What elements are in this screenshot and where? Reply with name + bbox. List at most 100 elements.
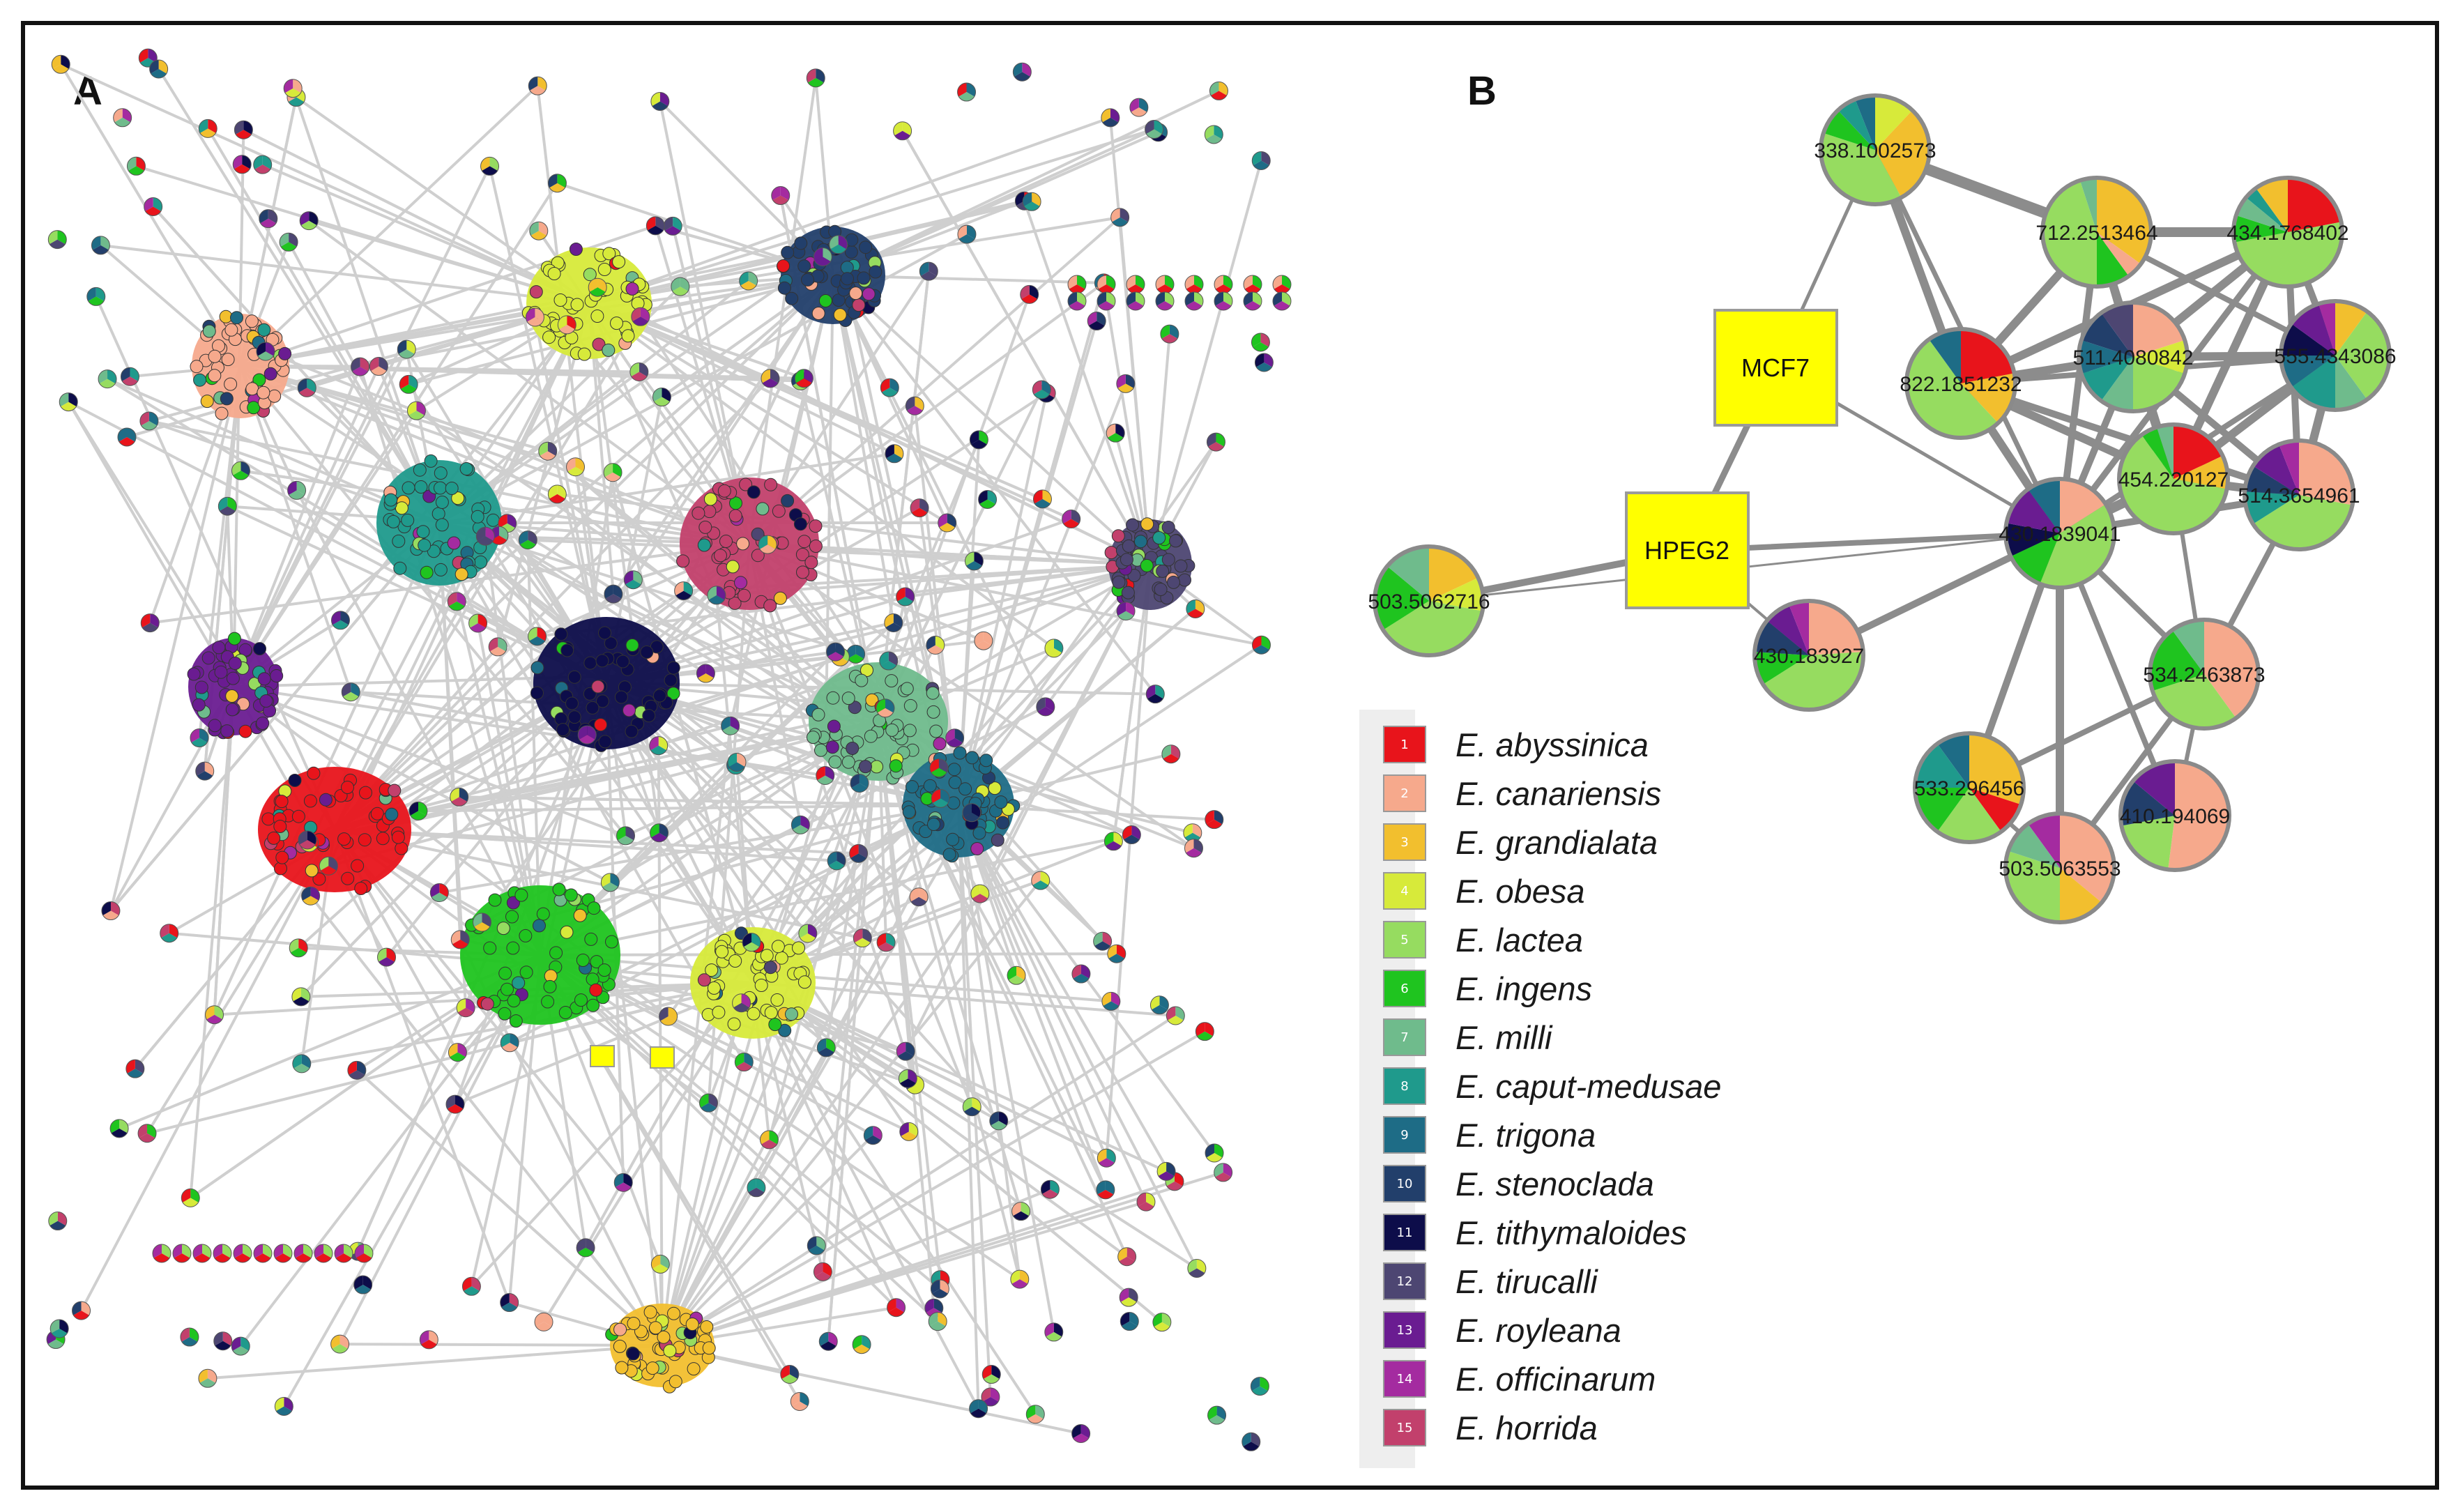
pie-slice: [295, 1253, 312, 1263]
network-node: [98, 369, 117, 389]
network-node: [298, 830, 317, 850]
node-border: [152, 1244, 171, 1263]
node-border: [816, 1038, 836, 1057]
cluster-node: [797, 259, 811, 273]
cluster-node: [1133, 535, 1147, 549]
node-border: [2148, 618, 2261, 731]
cluster-node: [927, 818, 940, 831]
cluster-node: [970, 842, 984, 855]
cluster-node: [703, 505, 717, 519]
pie-slice: [161, 933, 177, 942]
node-border: [347, 1060, 367, 1080]
network-node: [498, 514, 517, 533]
pie-slice: [1147, 694, 1163, 703]
node-border: [518, 530, 537, 550]
pie-slice: [431, 892, 448, 902]
node-border: [1184, 839, 1203, 858]
network-edge: [661, 1134, 874, 1347]
pie-slice: [818, 1047, 834, 1057]
pie-slice: [2121, 816, 2175, 870]
cluster-node: [614, 690, 628, 704]
node-border: [98, 369, 117, 389]
network-node: [813, 1262, 832, 1281]
cluster-node: [953, 746, 967, 760]
network-node: [588, 277, 607, 297]
network-node: [1011, 1202, 1031, 1221]
pie-slice: [722, 726, 738, 735]
node-border: [525, 307, 544, 327]
cluster-node: [536, 907, 550, 921]
node-border: [47, 230, 67, 250]
panel-a-nodes: [46, 48, 1292, 1451]
pie-slice: [2060, 814, 2114, 903]
pie-slice: [1014, 72, 1030, 82]
cluster-node: [573, 908, 587, 922]
cluster-node: [501, 982, 514, 996]
pie-slice: [958, 92, 975, 101]
node-border: [981, 1365, 1001, 1384]
pie-slice: [2318, 300, 2335, 356]
node-border: [172, 1244, 192, 1263]
legend-swatch-number: 12: [1397, 1274, 1413, 1289]
cluster-node: [194, 680, 208, 694]
network-edge: [715, 595, 754, 984]
cluster-node: [773, 591, 787, 605]
isolated-node: [1126, 291, 1145, 311]
node-border: [406, 401, 426, 420]
cluster-node: [857, 271, 871, 285]
node-border: [707, 586, 726, 605]
node-border: [790, 1391, 809, 1411]
cluster-node: [676, 554, 690, 568]
pie-slice: [254, 165, 270, 174]
network-node: [456, 998, 475, 1018]
network-node: [616, 826, 636, 846]
node-border: [1186, 599, 1205, 618]
pie-slice: [119, 436, 135, 447]
cluster-node: [809, 540, 823, 553]
pie-slice: [122, 376, 138, 386]
network-node: [1205, 1143, 1224, 1163]
legend-label: E. stenoclada: [1456, 1166, 1654, 1202]
isolated-node: [253, 1244, 273, 1263]
cluster-node: [610, 316, 623, 330]
pie-slice: [2299, 441, 2353, 505]
pie-slice: [233, 1346, 249, 1356]
cluster-node: [1120, 553, 1133, 567]
pie-slice: [894, 130, 910, 140]
network-node: [613, 1173, 633, 1192]
pie-slice: [1046, 648, 1062, 657]
cluster-node: [594, 718, 608, 732]
node-border: [1012, 62, 1032, 82]
cluster-node: [807, 731, 820, 744]
node-border: [721, 716, 740, 735]
node-border: [794, 369, 813, 388]
node-border: [1097, 291, 1116, 311]
pie-slice: [1244, 284, 1261, 294]
network-node: [1149, 995, 1169, 1015]
network-edge: [807, 563, 1152, 935]
network-node: [1145, 120, 1164, 139]
cluster-node: [586, 701, 599, 715]
network-edge: [438, 280, 749, 524]
cluster-node: [256, 717, 270, 730]
pie-slice: [567, 466, 583, 476]
pie-slice: [1098, 284, 1115, 294]
node-border: [850, 773, 869, 793]
node-border: [1010, 1269, 1030, 1289]
pie-slice: [855, 938, 871, 947]
network-node: [341, 682, 360, 702]
pie-slice: [1027, 1414, 1044, 1423]
pie-slice: [1197, 1031, 1213, 1041]
network-edge: [308, 219, 751, 545]
cluster-node: [846, 742, 860, 755]
feature-node: 555.4343086: [2274, 299, 2397, 412]
pie-slice: [450, 1052, 466, 1062]
pie-slice: [1383, 601, 1483, 656]
node-border: [1087, 312, 1106, 331]
figure-frame: [21, 21, 2439, 1490]
legend-swatch-number: 3: [1400, 835, 1408, 850]
isolated-node: [273, 1244, 293, 1263]
cluster-node: [781, 494, 795, 507]
network-edge: [333, 316, 642, 831]
